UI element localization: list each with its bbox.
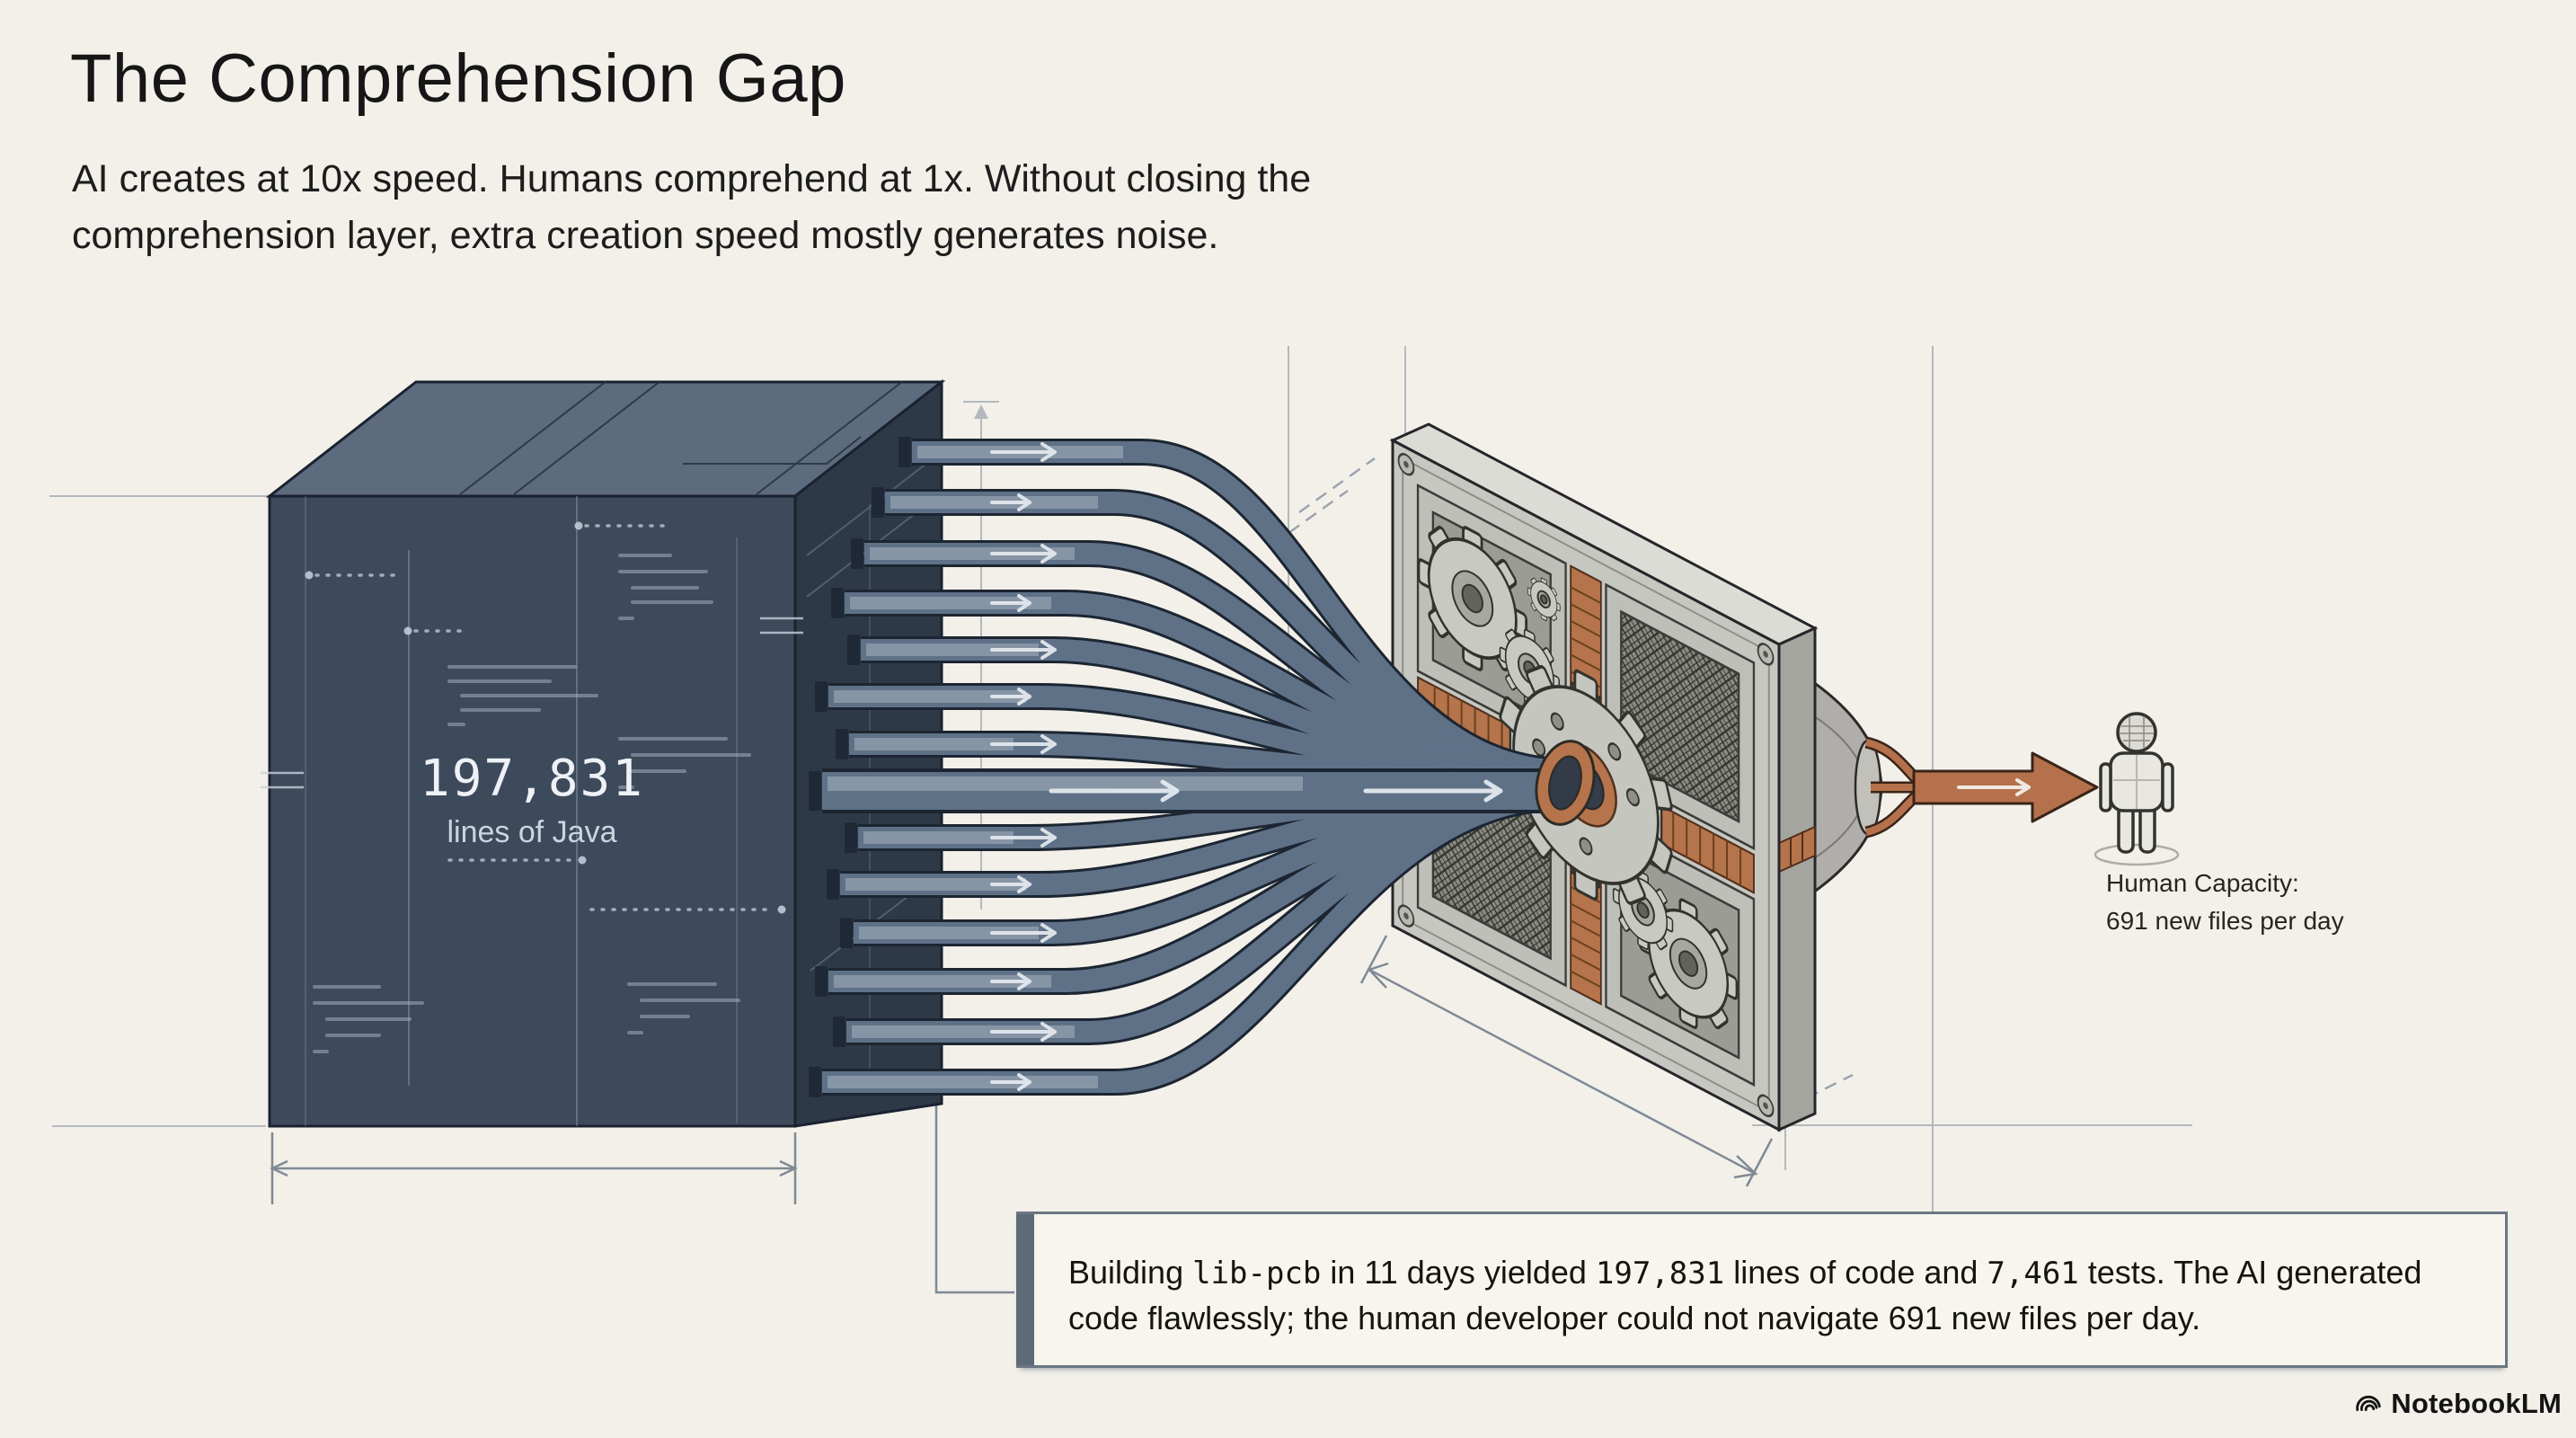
- cube-lines-unit: lines of Java: [447, 815, 617, 849]
- human-capacity-label: Human Capacity: 691 new files per day: [2106, 865, 2344, 940]
- cube-label: 197,831 lines of Java: [352, 750, 712, 850]
- filter-plate: [1393, 440, 1779, 1130]
- page-subtitle: AI creates at 10x speed. Humans comprehe…: [72, 151, 1311, 264]
- human-capacity-line-1: Human Capacity:: [2106, 869, 2299, 897]
- pipe-flow-arrows: [990, 442, 1503, 1091]
- pipe-slots: [809, 437, 911, 1097]
- caption-part: code flawlessly; the human developer cou…: [1068, 1300, 2201, 1336]
- caption-part: tests. The AI generated: [2078, 1254, 2422, 1291]
- mesh-panel-top-right: [1620, 609, 1740, 824]
- output-wires: [1864, 736, 1920, 839]
- cube-blueprint-lines: [261, 496, 803, 1126]
- caption-part: lines of code and: [1724, 1254, 1987, 1291]
- cube-code-glyphs: [313, 554, 751, 1053]
- caption-code-lib-pcb: lib-pcb: [1192, 1256, 1322, 1292]
- human-figure: [2094, 712, 2180, 866]
- subtitle-line-2: comprehension layer, extra creation spee…: [72, 214, 1219, 257]
- subtitle-line-1: AI creates at 10x speed. Humans comprehe…: [72, 157, 1312, 200]
- caption-num-tests: 7,461: [1987, 1256, 2079, 1292]
- caption-accent-bar: [1016, 1214, 1034, 1365]
- brand-label: NotebookLM: [2391, 1388, 2562, 1419]
- page-title: The Comprehension Gap: [70, 40, 846, 117]
- output-funnel: [1802, 673, 1883, 901]
- human-capacity-line-2: 691 new files per day: [2106, 907, 2344, 935]
- output-arrow: [1912, 751, 2099, 823]
- caption-box: Building lib-pcb in 11 days yielded 197,…: [1016, 1212, 2508, 1368]
- caption-text: Building lib-pcb in 11 days yielded 197,…: [1034, 1214, 2421, 1365]
- human-head: [2116, 712, 2157, 753]
- caption-num-lines: 197,831: [1595, 1256, 1725, 1292]
- caption-connector-line: [934, 1104, 1014, 1294]
- caption-part: Building: [1068, 1254, 1193, 1291]
- notebooklm-brand: NotebookLM: [2353, 1388, 2562, 1420]
- hub-ring-overlay: [1535, 740, 1596, 826]
- notebooklm-swirl-icon: [2356, 1395, 2381, 1412]
- dimension-line-plate-width: [1359, 935, 1774, 1187]
- cube-lines-count: 197,831: [419, 750, 644, 808]
- dimension-line-cube-width: [270, 1132, 798, 1204]
- caption-part: in 11 days yielded: [1321, 1254, 1596, 1291]
- code-pipes: [822, 439, 1568, 1096]
